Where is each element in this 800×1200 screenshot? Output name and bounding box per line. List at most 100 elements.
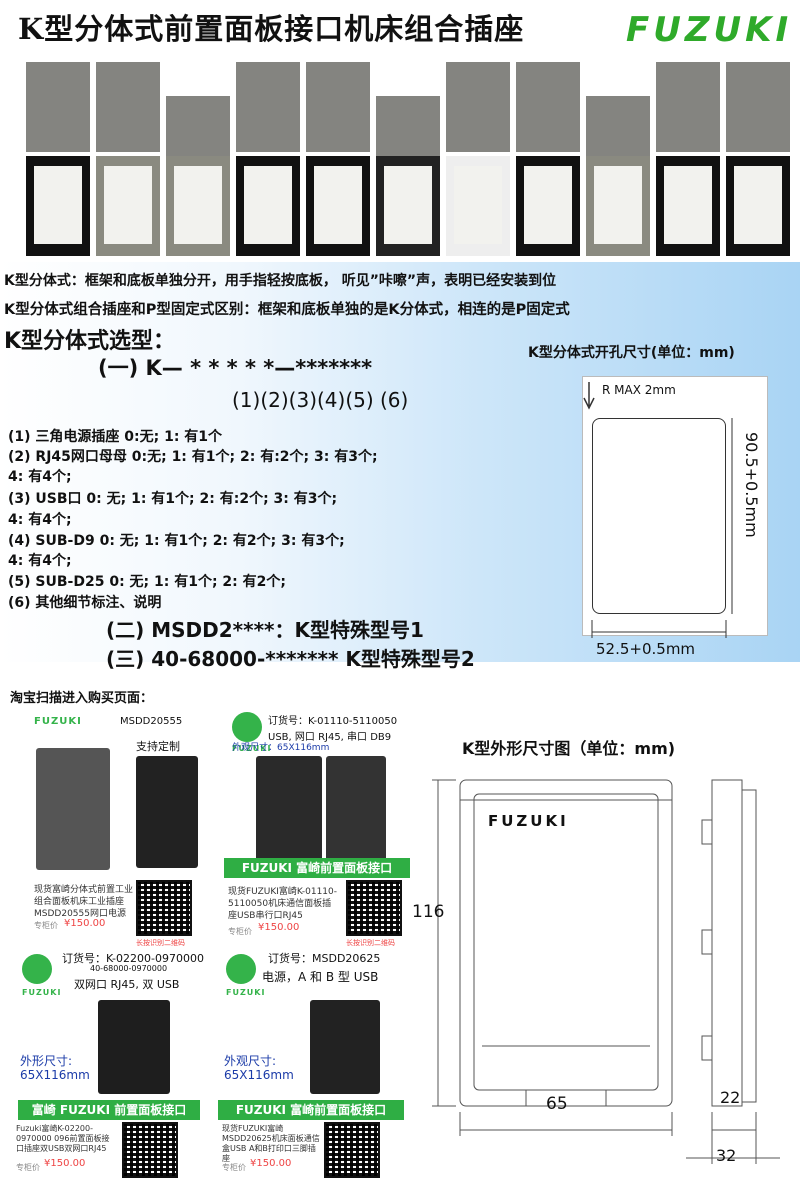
card-banner: FUZUKI 富崎前置面板接口 <box>224 858 410 878</box>
spec-line: (4) SUB-D9 0: 无; 1: 有1个; 2: 有2个; 3: 有3个; <box>8 533 345 549</box>
product-photo-strip <box>22 56 800 260</box>
card-size: 外观尺寸：65X116mm <box>232 743 330 753</box>
outline-drawing <box>432 779 780 1164</box>
cutout-title: K型分体式开孔尺寸(单位：mm) <box>528 345 735 361</box>
socket-lid <box>516 62 580 152</box>
card-ports: 电源，A 和 B 型 USB <box>262 970 379 984</box>
card-order: 订货号：MSDD20625 <box>268 952 381 965</box>
socket-face <box>174 166 222 244</box>
outline-depth-inner-label: 22 <box>720 1088 741 1107</box>
qr-code[interactable] <box>136 880 192 936</box>
outline-width-label: 65 <box>546 1094 568 1114</box>
difference-note: K型分体式组合插座和P型固定式区别：框架和底板单独的是K分体式，相连的是P固定式 <box>4 302 570 318</box>
product-image <box>36 748 110 870</box>
card-price: ¥150.00 <box>44 1158 86 1169</box>
install-note: K型分体式：框架和底板单独分开，用手指轻按底板， 听见”咔嚓”声，表明已经安装到… <box>4 273 557 289</box>
spec-line: (6) 其他细节标注、说明 <box>8 595 162 611</box>
card-logo: FUZUKI <box>232 744 272 753</box>
spec-line: (1) 三角电源插座 0:无; 1: 有1个 <box>8 429 223 445</box>
spec-line: 4: 有4个; <box>8 512 72 528</box>
price-label: 专柜价 <box>16 1163 40 1172</box>
card-logo: FUZUKI <box>22 988 62 997</box>
card-size: 外观尺寸: <box>224 1054 277 1068</box>
qr-code[interactable] <box>324 1122 380 1178</box>
product-image <box>310 1000 380 1094</box>
card-logo: FUZUKI <box>226 988 266 997</box>
card-model: MSDD20555 <box>120 716 183 727</box>
spec-line: 4: 有4个; <box>8 469 72 485</box>
shop-title: 淘宝扫描进入购买页面： <box>10 691 154 706</box>
card-banner: 富崎 FUZUKI 前置面板接口 <box>18 1100 200 1120</box>
socket-face <box>594 166 642 244</box>
green-logo-icon <box>226 954 256 984</box>
card-ports: 双网口 RJ45, 双 USB <box>74 978 180 991</box>
socket-lid <box>96 62 160 152</box>
product-image <box>326 756 386 862</box>
model-format: (一) K— * * * * *—******* <box>98 356 373 380</box>
product-card[interactable]: FUZUKI 订货号：MSDD20625 电源，A 和 B 型 USB 外观尺寸… <box>214 946 410 1178</box>
cutout-rectangle <box>592 418 726 614</box>
socket-face <box>314 166 362 244</box>
page-title: K型分体式前置面板接口机床组合插座 <box>18 12 525 46</box>
socket-face <box>664 166 712 244</box>
socket-face <box>734 166 782 244</box>
cutout-height-label: 90.5+0.5mm <box>742 432 761 538</box>
cutout-drawing <box>582 376 768 636</box>
cutout-width-label: 52.5+0.5mm <box>596 640 696 658</box>
card-logo: FUZUKI <box>34 716 82 727</box>
product-card[interactable]: FUZUKI 订货号：K-01110-5110050 USB, 网口 RJ45,… <box>222 708 412 947</box>
card-size: 65X116mm <box>224 1068 294 1082</box>
socket-face <box>244 166 292 244</box>
card-order: 订货号：K-02200-0970000 <box>62 952 204 965</box>
qr-label: 长按识别二维码 <box>136 939 185 947</box>
green-logo-icon <box>232 712 262 742</box>
card-desc: 现货富崎分体式前置工业组合面板机床工业插座MSDD20555网口电源 <box>34 885 134 919</box>
spec-line: (2) RJ45网口母母 0:无; 1: 有1个; 2: 有:2个; 3: 有3… <box>8 449 378 465</box>
brand-logo: FUZUKI <box>626 10 793 50</box>
card-desc: Fuzuki富崎K-02200-0970000 096前置面板接口插座双USB双… <box>16 1124 110 1153</box>
qr-code[interactable] <box>346 880 402 936</box>
card-banner: FUZUKI 富崎前置面板接口 <box>218 1100 404 1120</box>
outline-depth-outer-label: 32 <box>716 1146 737 1165</box>
card-desc: 现货FUZUKI富崎K-01110-5110050机床通信面板插座USB串行口R… <box>228 887 337 921</box>
outline-height-label: 116 <box>412 902 445 922</box>
socket-lid <box>236 62 300 152</box>
spec-line: (5) SUB-D25 0: 无; 1: 有1个; 2: 有2个; <box>8 574 286 590</box>
card-price: ¥150.00 <box>250 1158 292 1169</box>
price-label: 专柜价 <box>228 927 252 936</box>
socket-face <box>384 166 432 244</box>
card-order: 订货号：K-01110-5110050 <box>268 716 398 727</box>
card-price: ¥150.00 <box>64 918 106 929</box>
price-label: 专柜价 <box>222 1163 246 1172</box>
product-image <box>136 756 198 868</box>
outline-brand: FUZUKI <box>488 812 569 830</box>
special-model-2: (三) 40-68000-******* K型特殊型号2 <box>106 647 475 671</box>
socket-face <box>34 166 82 244</box>
selection-title: K型分体式选型： <box>4 329 176 354</box>
special-model-1: (二) MSDD2****：K型特殊型号1 <box>106 618 424 642</box>
socket-lid <box>446 62 510 152</box>
card-size: 外形尺寸: <box>20 1054 73 1068</box>
socket-lid <box>26 62 90 152</box>
product-image <box>256 756 322 862</box>
socket-face <box>104 166 152 244</box>
product-image <box>98 1000 170 1094</box>
spec-line: (3) USB口 0: 无; 1: 有1个; 2: 有:2个; 3: 有3个; <box>8 491 338 507</box>
socket-lid <box>726 62 790 152</box>
card-desc: 现货FUZUKI富崎MSDD20625机床面板通信盒USB A和B打印口三脚插座 <box>222 1124 320 1163</box>
card-size: 65X116mm <box>20 1068 90 1082</box>
card-ports: USB, 网口 RJ45, 串口 DB9 <box>268 732 392 743</box>
product-card[interactable]: FUZUKI 订货号：K-02200-0970000 40-68000-0970… <box>8 946 212 1178</box>
product-card[interactable]: FUZUKI MSDD20555 支持定制 现货富崎分体式前置工业组合面板机床工… <box>28 708 212 947</box>
cutout-radius-label: R MAX 2mm <box>602 383 676 397</box>
socket-lid <box>656 62 720 152</box>
card-price: ¥150.00 <box>258 922 300 933</box>
socket-lid <box>306 62 370 152</box>
qr-code[interactable] <box>122 1122 178 1178</box>
price-label: 专柜价 <box>34 921 58 930</box>
green-logo-icon <box>22 954 52 984</box>
cutout-dimension-lines <box>583 382 733 638</box>
card-order-alt: 40-68000-0970000 <box>90 964 168 973</box>
outline-title: K型外形尺寸图（单位：mm) <box>462 739 676 758</box>
